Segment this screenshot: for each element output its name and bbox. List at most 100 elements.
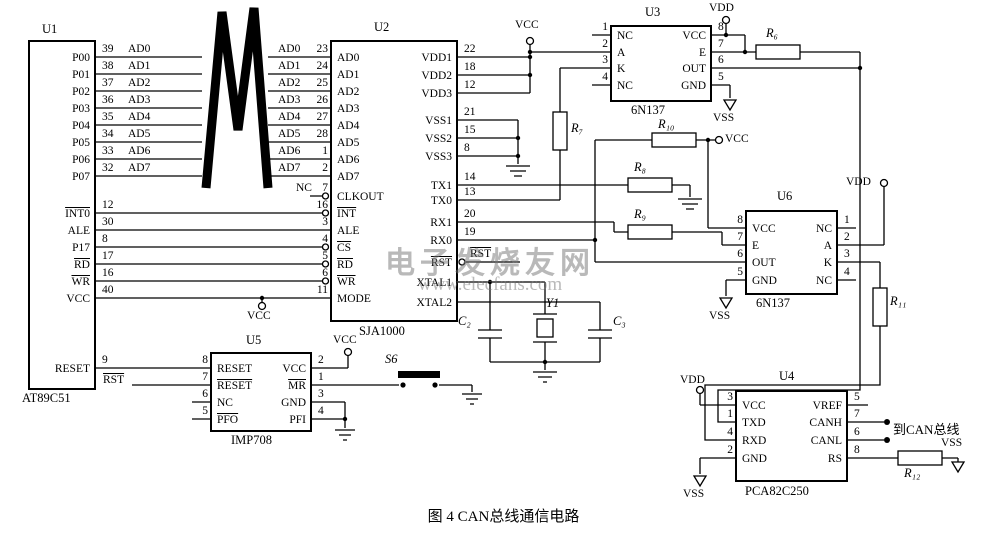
u2-pin-label-11: CS bbox=[337, 242, 352, 254]
u2-pin-label-1: VDD2 bbox=[421, 70, 452, 82]
u1-pin-label-7: P07 bbox=[72, 171, 90, 183]
u4-pin-num-2: 4 bbox=[727, 426, 733, 438]
u1-pin-num-8: 12 bbox=[102, 199, 114, 211]
u2-pin-num-13: 6 bbox=[322, 267, 328, 279]
s6-terminal bbox=[432, 382, 438, 388]
u5-pin-num-2: 3 bbox=[318, 388, 324, 400]
u3-pin-num-3: 5 bbox=[718, 71, 724, 83]
u2-pin-label-0: VDD1 bbox=[421, 52, 452, 64]
vcc-symbol bbox=[257, 301, 267, 311]
u1-pin-num-13: 40 bbox=[102, 284, 114, 296]
u6-pin-label-0: VCC bbox=[752, 223, 776, 235]
vdd-symbol bbox=[879, 178, 889, 188]
u1-pin-net-5: AD5 bbox=[128, 128, 151, 140]
u2-pin-num-12: 5 bbox=[322, 250, 328, 262]
u6-pin-label-1: E bbox=[752, 240, 760, 252]
vcc-symbol bbox=[525, 36, 535, 46]
u3-pin-label-2: OUT bbox=[682, 63, 706, 75]
rst-label-u5: RST bbox=[103, 374, 125, 386]
u3-pin-label-3: GND bbox=[681, 80, 706, 92]
vss-label-r12: VSS bbox=[941, 437, 963, 449]
u2-pin-num-2: 12 bbox=[464, 79, 476, 91]
r12-label: R₁₂ bbox=[904, 466, 921, 480]
u1-pin-net-4: AD4 bbox=[128, 111, 151, 123]
u2-pin-label-10: ALE bbox=[337, 225, 360, 237]
wires-u2-right bbox=[458, 45, 745, 263]
u6-pin-label-1: A bbox=[823, 240, 832, 252]
u2-pin-label-11: XTAL1 bbox=[416, 277, 453, 289]
active-low-bubble bbox=[321, 260, 330, 268]
u6-pin-num-3: 5 bbox=[737, 266, 743, 278]
u2-pin-num-5: 8 bbox=[464, 142, 470, 154]
wires-u3 bbox=[592, 24, 861, 423]
r10-label: R₁₀ bbox=[658, 117, 675, 131]
u1-pin-label-1: P01 bbox=[72, 69, 90, 81]
ground-symbol-s6 bbox=[462, 393, 482, 405]
u6-pin-num-0: 1 bbox=[844, 214, 850, 226]
u3-pin-label-0: VCC bbox=[682, 30, 706, 42]
u4-pin-num-1: 7 bbox=[854, 408, 860, 420]
u6-pin-label-3: GND bbox=[752, 275, 777, 287]
u2-pin-label-2: VDD3 bbox=[421, 88, 452, 100]
u5-pin-num-1: 7 bbox=[202, 371, 208, 383]
ground-symbol-u5 bbox=[335, 429, 355, 441]
u6-pin-num-2: 6 bbox=[737, 248, 743, 260]
resistor-r11 bbox=[872, 287, 888, 327]
u2-pin-label-12: XTAL2 bbox=[416, 297, 453, 309]
u4-pin-num-0: 5 bbox=[854, 391, 860, 403]
u2-pin-label-13: WR bbox=[337, 276, 356, 288]
u5-pin-label-2: NC bbox=[217, 397, 233, 409]
c3-label: C₃ bbox=[613, 314, 626, 328]
u4-pin-num-3: 2 bbox=[727, 444, 733, 456]
resistor-r12 bbox=[897, 450, 943, 466]
vss-symbol bbox=[950, 461, 966, 474]
u6-pin-label-2: K bbox=[823, 257, 832, 269]
vdd-label-u3: VDD bbox=[709, 2, 734, 14]
u1-pin-num-11: 17 bbox=[102, 250, 114, 262]
u4-pin-num-2: 6 bbox=[854, 426, 860, 438]
vcc-symbol bbox=[714, 135, 724, 145]
u2-pin-num-10: 3 bbox=[322, 216, 328, 228]
u3-pin-num-0: 8 bbox=[718, 21, 724, 33]
u1-pin-label-12: WR bbox=[71, 276, 90, 288]
u2-pin-num-4: 15 bbox=[464, 124, 476, 136]
u2-pin-num-6: 1 bbox=[322, 145, 328, 157]
u2-pin-label-12: RD bbox=[337, 259, 353, 271]
u4-pin-label-3: RS bbox=[827, 453, 842, 465]
u1-pin-label-9: ALE bbox=[67, 225, 90, 237]
u6-pin-num-1: 2 bbox=[844, 231, 850, 243]
u5-pin-label-2: GND bbox=[281, 397, 306, 409]
u2-pin-num-8: 7 bbox=[322, 182, 328, 194]
vcc-label-top: VCC bbox=[515, 19, 539, 31]
u4-pin-label-2: RXD bbox=[742, 435, 767, 447]
wires-bus-u2 bbox=[268, 56, 330, 177]
u3-pin-num-1: 2 bbox=[602, 38, 608, 50]
u2-pin-net-0: AD0 bbox=[278, 43, 301, 55]
u2-pin-label-8: RX1 bbox=[430, 217, 452, 229]
u2-pin-num-6: 14 bbox=[464, 171, 476, 183]
u2-pin-label-0: AD0 bbox=[337, 52, 360, 64]
u2-pin-net-6: AD6 bbox=[278, 145, 301, 157]
u2-pin-label-14: MODE bbox=[337, 293, 371, 305]
u2-pin-num-1: 24 bbox=[316, 60, 329, 72]
u2-pin-net-10: RST bbox=[470, 248, 492, 260]
u4-pin-num-0: 3 bbox=[727, 391, 733, 403]
u2-pin-label-6: TX1 bbox=[430, 180, 452, 192]
ground-symbol-crystal bbox=[533, 371, 557, 383]
wires-u1-bus bbox=[96, 56, 202, 177]
u6-part: 6N137 bbox=[756, 296, 791, 310]
u1-pin-num-14: 9 bbox=[102, 354, 108, 366]
u3-pin-label-3: NC bbox=[617, 80, 633, 92]
u2-pin-num-3: 26 bbox=[316, 94, 329, 106]
u4-pin-label-1: CANH bbox=[809, 417, 842, 429]
u1-pin-net-7: AD7 bbox=[128, 162, 151, 174]
u4-pin-num-1: 1 bbox=[727, 408, 733, 420]
u2-pin-label-7: AD7 bbox=[337, 171, 360, 183]
u4-pin-label-0: VCC bbox=[742, 400, 766, 412]
u4-pin-label-3: GND bbox=[742, 453, 767, 465]
r6-label: R₆ bbox=[766, 26, 778, 40]
u2-pin-num-8: 20 bbox=[464, 208, 476, 220]
